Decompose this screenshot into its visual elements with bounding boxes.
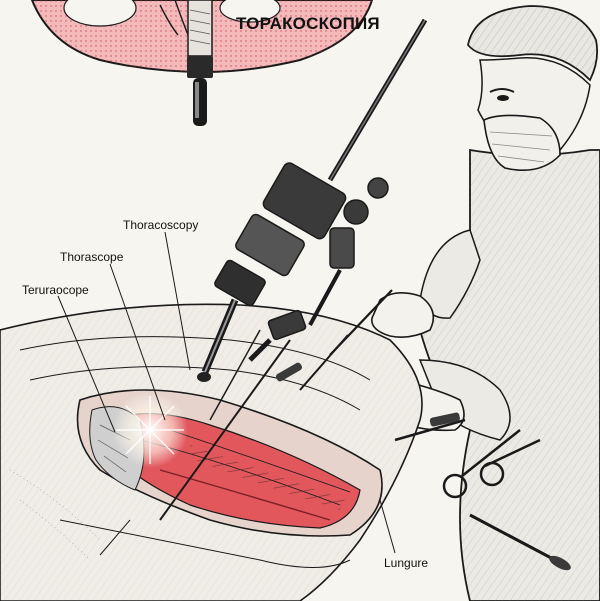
label-lungure: Lungure [384, 556, 429, 570]
patient-body [0, 303, 423, 601]
label-thoracoscopy: Thoracoscopy [123, 218, 199, 232]
page-title: ТОРАКОСКОПИЯ [236, 14, 380, 33]
thoracoscope-instrument [159, 18, 428, 521]
surgical-instruments [275, 289, 571, 571]
surgeon-figure [347, 5, 600, 601]
label-teruraocope: Teruraocope [22, 283, 89, 297]
top-organ-inset [30, 0, 374, 126]
label-leader-lines [57, 231, 396, 556]
label-thorascope: Thorascope [60, 250, 124, 264]
